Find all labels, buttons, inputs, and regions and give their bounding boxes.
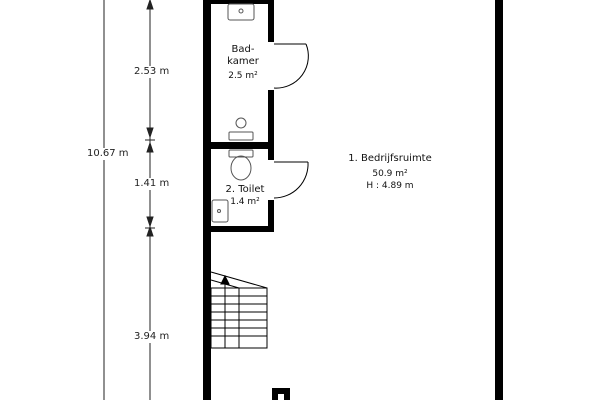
drain-icon (217, 209, 221, 213)
left-wall (203, 0, 211, 400)
toilet-name: 2. Toilet (225, 184, 265, 195)
sink-icon (227, 3, 255, 21)
toilet-tank-icon (228, 149, 254, 158)
business-space-name: 1. Bedrijfsruimte (348, 153, 432, 164)
toilet-area: 1.4 m² (230, 197, 260, 207)
dimension-arrow (146, 127, 154, 139)
bathroom-area: 2.5 m² (228, 71, 258, 81)
dimension-arrow (146, 141, 154, 153)
business-space-label: 1. Bedrijfsruimte 50.9 m² H : 4.89 m (340, 153, 440, 192)
toilet-label: 2. Toilet 1.4 m² (220, 184, 270, 208)
dimension-arrow (146, 0, 154, 10)
toilet-door-swing (273, 161, 309, 199)
total-height-label: 10.67 m (86, 148, 130, 160)
fixtures (211, 3, 255, 223)
toilet-bottom-wall (211, 226, 274, 232)
bathroom-door-swing (273, 43, 309, 89)
drain-icon (235, 117, 247, 129)
right-wall (495, 0, 503, 400)
wet-cell-wall (268, 90, 274, 160)
toilet-bowl-icon (230, 155, 252, 181)
segment-3-label: 3.94 m (133, 331, 171, 343)
business-space-height: H : 4.89 m (366, 181, 414, 191)
hand-sink-icon (211, 199, 229, 223)
entrance-wall (284, 388, 290, 400)
bathroom-label: Bad- kamer 2.5 m² (218, 44, 268, 82)
walls (203, 0, 503, 400)
segment-1-label: 2.53 m (133, 66, 171, 78)
bathroom-name-line2: kamer (227, 56, 259, 67)
stair-arrow-icon (220, 274, 230, 285)
doors (273, 43, 309, 199)
toilet-tank-icon (228, 131, 254, 141)
wet-cell-wall (268, 200, 274, 230)
partition-wall (211, 142, 271, 149)
business-space-area: 50.9 m² (372, 169, 408, 179)
drain-icon (238, 8, 244, 14)
bathroom-top-wall (211, 0, 271, 4)
segment-2-label: 1.41 m (133, 178, 171, 190)
stair-winder (210, 271, 268, 289)
staircase (210, 271, 268, 349)
dimension-arrow (146, 216, 154, 228)
wet-cell-wall (268, 0, 274, 42)
dimension-arrow (146, 225, 154, 237)
entrance-wall (272, 388, 290, 394)
bathroom-name-line1: Bad- (231, 44, 255, 55)
